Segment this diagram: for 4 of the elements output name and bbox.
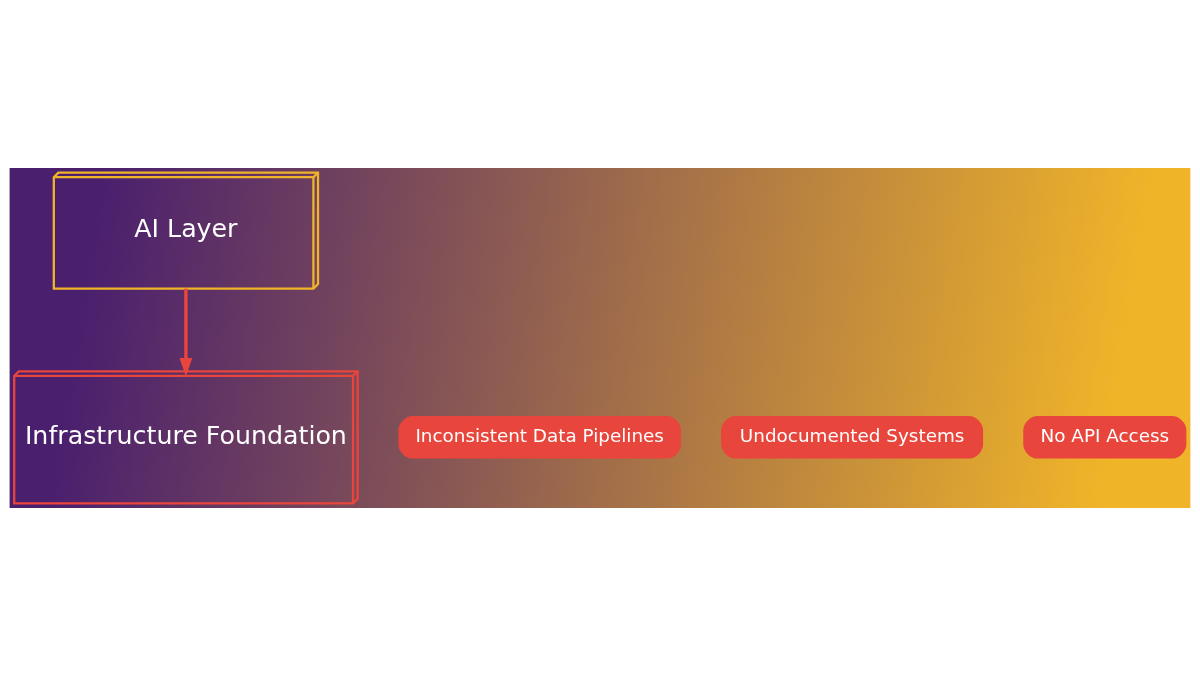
arrow <box>179 288 193 376</box>
node-box: Inconsistent Data Pipelines <box>398 415 681 459</box>
node-box: Undocumented Systems <box>721 415 984 459</box>
node-box: No API Access <box>1023 415 1187 459</box>
